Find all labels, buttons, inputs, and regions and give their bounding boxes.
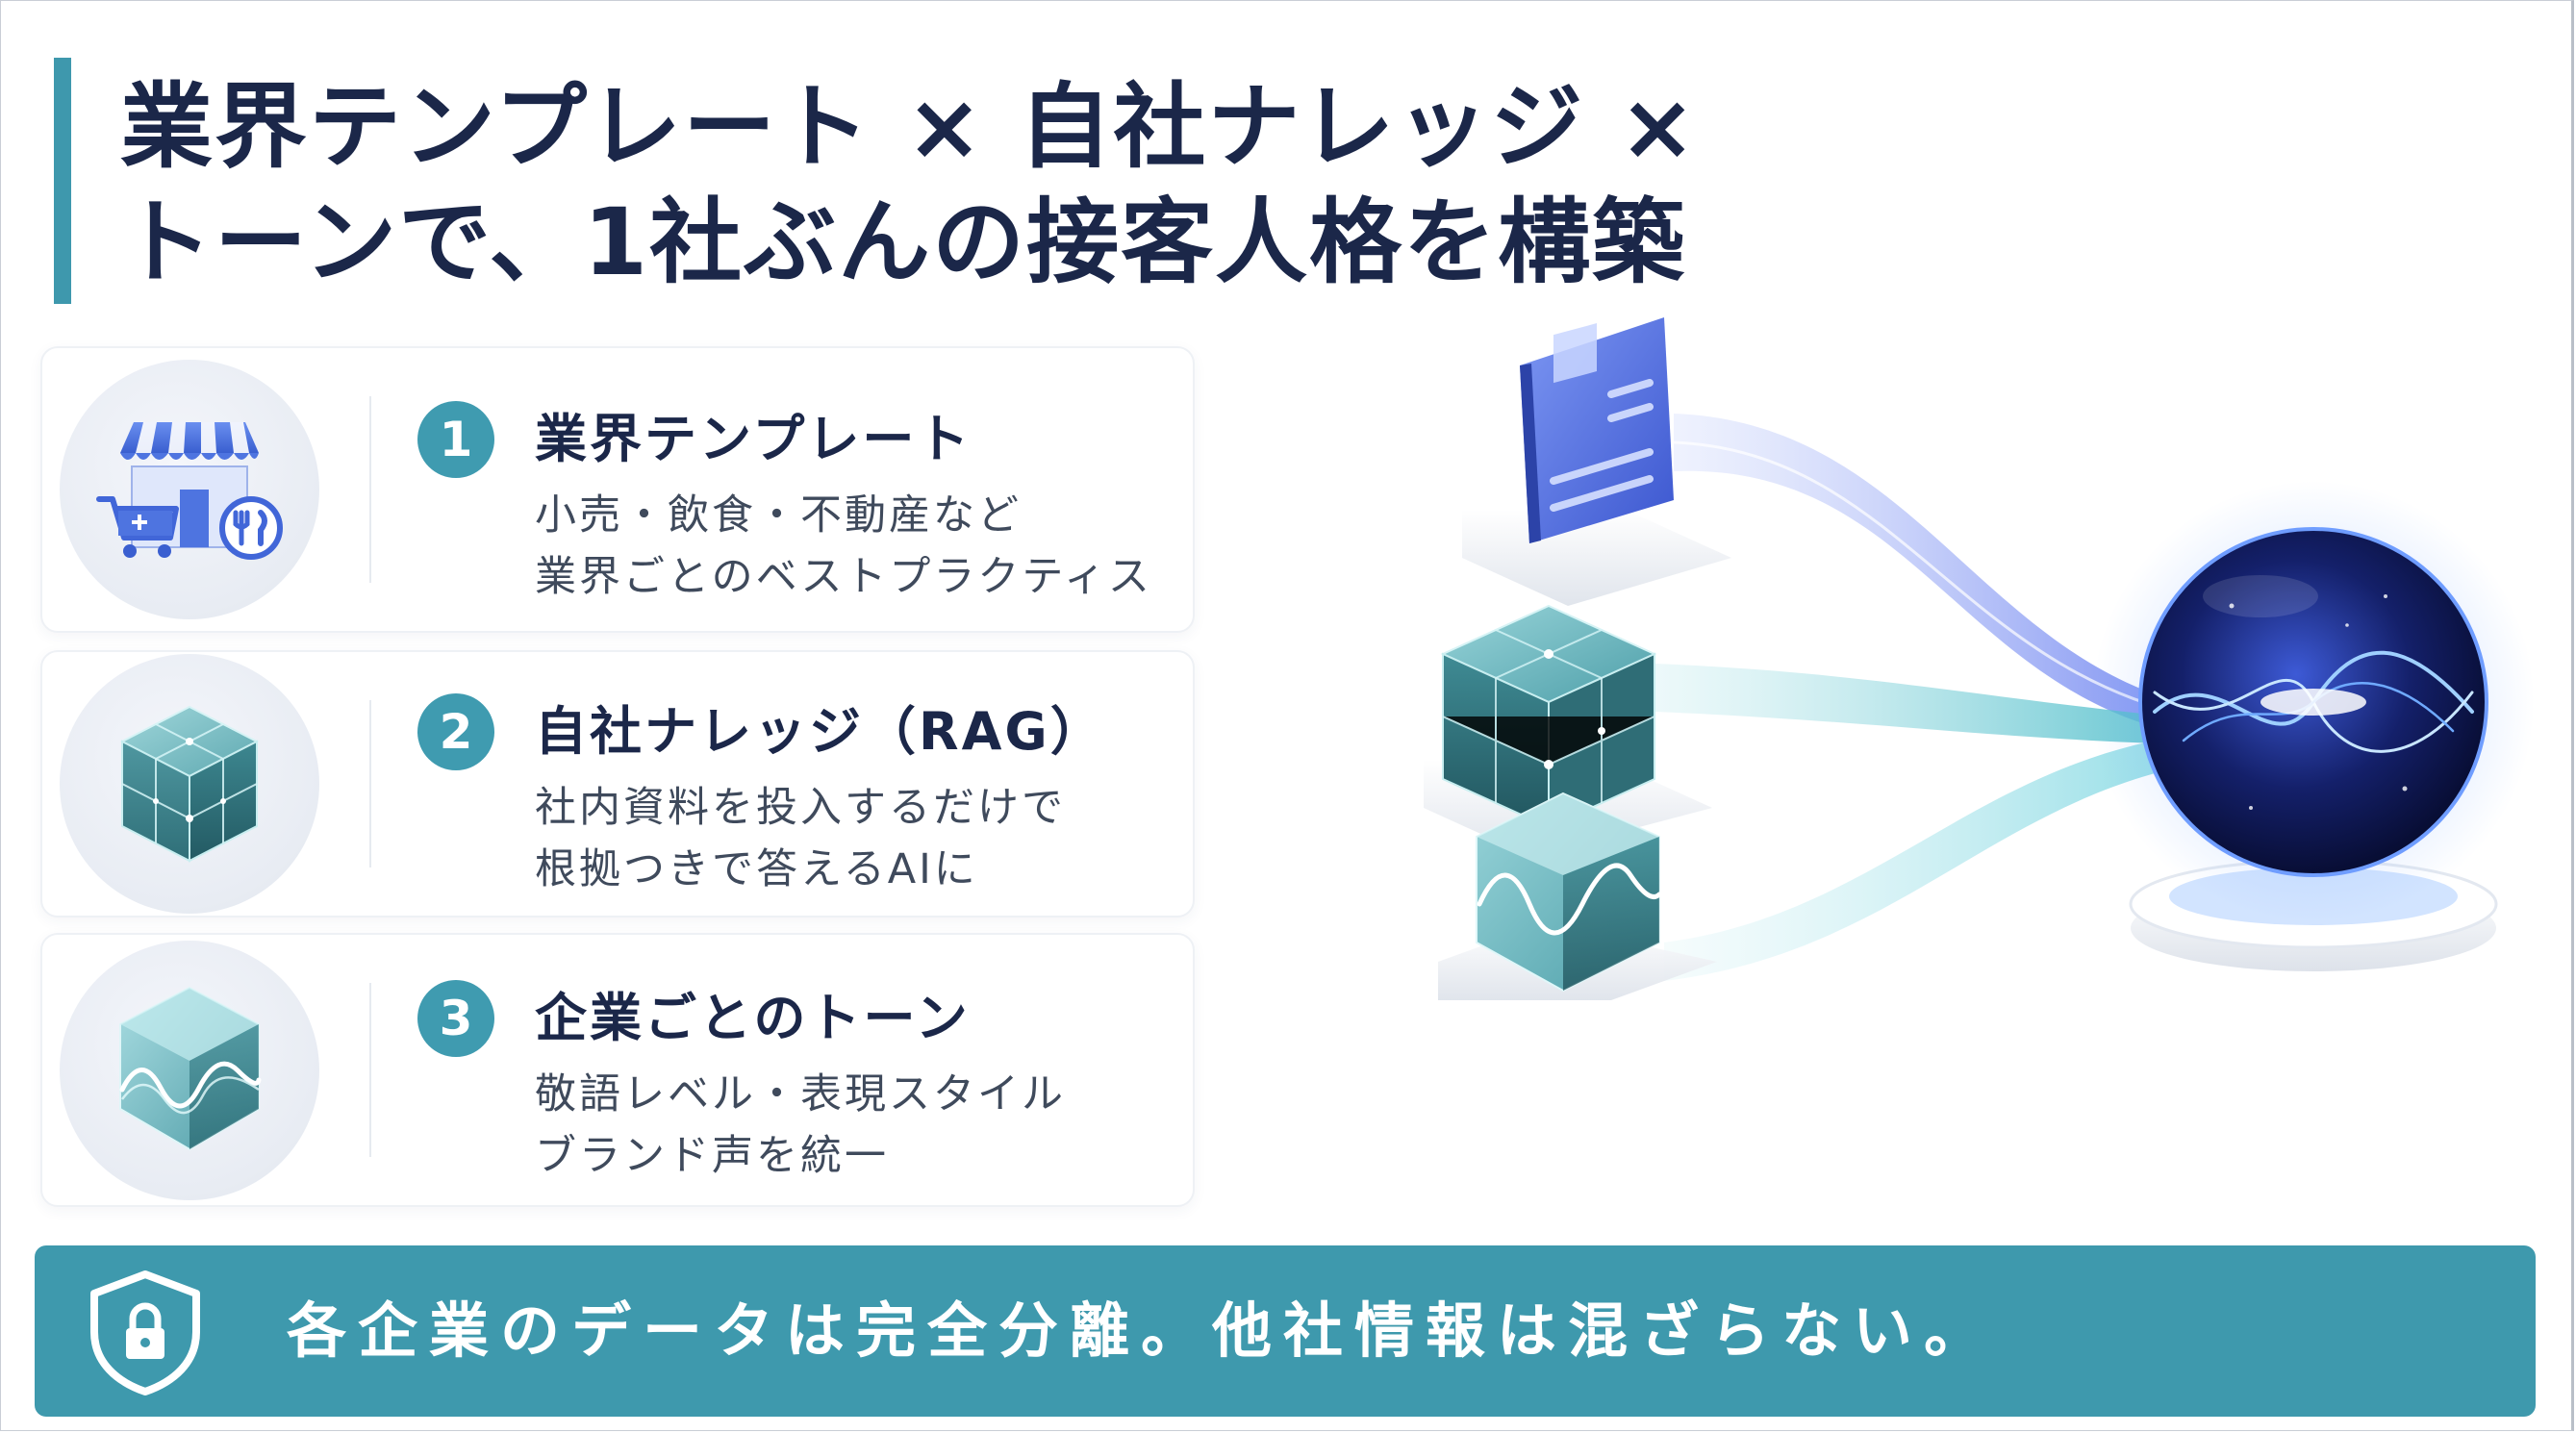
tone-wave-cube-icon xyxy=(60,940,319,1200)
card-description: 敬語レベル・表現スタイル ブランド声を統一 xyxy=(535,1064,1066,1187)
step-number-badge: 1 xyxy=(417,401,494,478)
page-title: 業界テンプレート × 自社ナレッジ × トーンで、1社ぶんの接客人格を構築 xyxy=(120,69,1699,300)
document-tile-icon xyxy=(1520,317,1674,543)
ai-persona-orb xyxy=(2092,481,2535,923)
feature-card-own-knowledge: 2 自社ナレッジ（RAG） 社内資料を投入するだけで 根拠つきで答えるAIに xyxy=(40,650,1195,918)
step-number-badge: 2 xyxy=(417,693,494,770)
card-divider xyxy=(369,396,371,583)
card-description-line-1: 小売・飲食・不動産など xyxy=(535,491,1022,540)
shield-lock-icon xyxy=(90,1270,200,1395)
page-title-line-2: トーンで、1社ぶんの接客人格を構築 xyxy=(120,189,1687,296)
data-isolation-banner: 各企業のデータは完全分離。他社情報は混ざらない。 xyxy=(35,1245,2536,1417)
card-divider xyxy=(369,983,371,1157)
title-accent-bar xyxy=(54,58,71,304)
page-title-line-1: 業界テンプレート × 自社ナレッジ × xyxy=(120,73,1699,181)
knowledge-cubes-icon xyxy=(60,654,319,914)
card-description-line-1: 敬語レベル・表現スタイル xyxy=(535,1070,1066,1119)
card-title: 業界テンプレート xyxy=(535,409,972,469)
feature-card-company-tone: 3 企業ごとのトーン 敬語レベル・表現スタイル ブランド声を統一 xyxy=(40,933,1195,1207)
card-title: 自社ナレッジ（RAG） xyxy=(535,701,1105,762)
card-divider xyxy=(369,700,371,867)
card-description-line-2: ブランド声を統一 xyxy=(535,1132,889,1180)
persona-synthesis-illustration xyxy=(1424,317,2535,1000)
step-number-badge: 3 xyxy=(417,980,494,1057)
storefront-icon xyxy=(60,360,319,619)
card-description: 小売・飲食・不動産など 業界ごとのベストプラクティス xyxy=(535,485,1152,608)
feature-card-industry-template: 1 業界テンプレート 小売・飲食・不動産など 業界ごとのベストプラクティス xyxy=(40,346,1195,633)
card-title: 企業ごとのトーン xyxy=(535,988,971,1048)
tone-wave-3d-icon xyxy=(1476,792,1662,993)
card-description-line-1: 社内資料を投入するだけで xyxy=(535,784,1066,832)
card-description: 社内資料を投入するだけで 根拠つきで答えるAIに xyxy=(535,777,1066,900)
knowledge-cube-3d-icon xyxy=(1440,604,1657,829)
card-description-line-2: 根拠つきで答えるAIに xyxy=(535,845,978,893)
banner-message: 各企業のデータは完全分離。他社情報は混ざらない。 xyxy=(287,1295,1996,1366)
card-description-line-2: 業界ごとのベストプラクティス xyxy=(535,553,1152,601)
